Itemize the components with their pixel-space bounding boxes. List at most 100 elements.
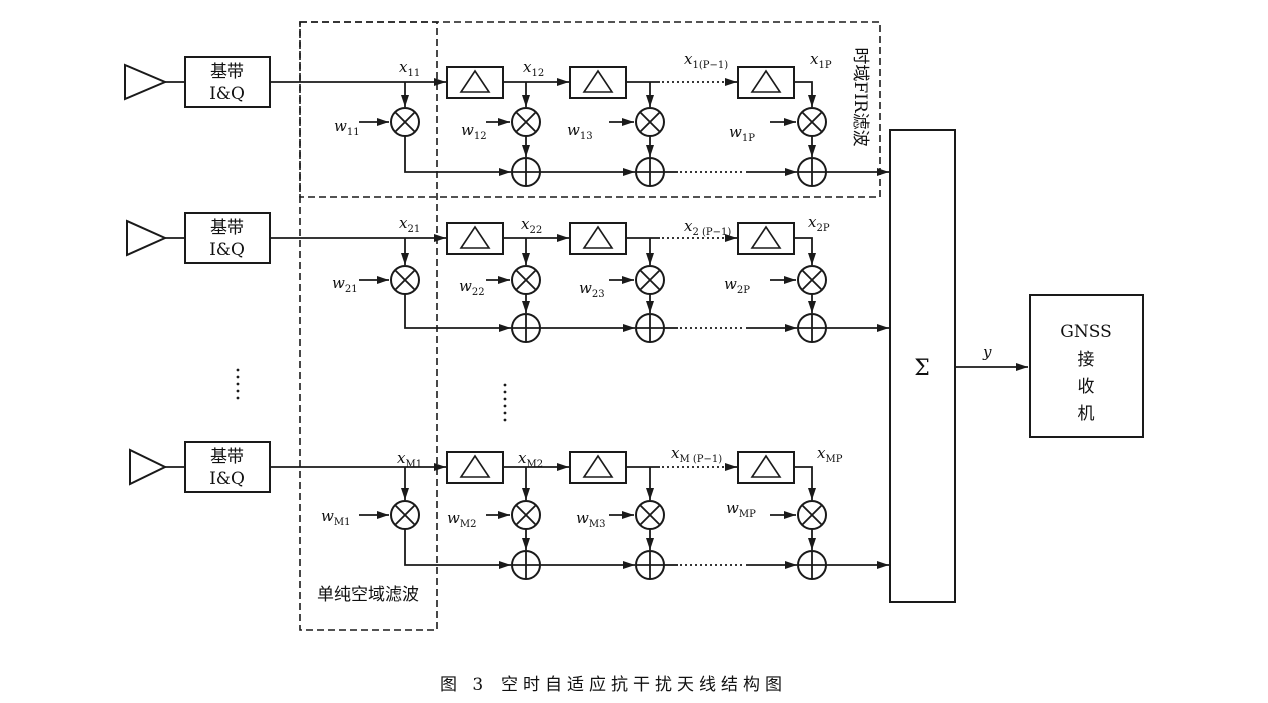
channel-2-x-label-3: x2 (P−1) [684,217,731,238]
sum-symbol: Σ [914,356,930,381]
w-subscript: 2P [737,285,750,296]
x-subscript: M1 [405,459,422,470]
spatial-filter-region [299,21,438,631]
multiplier-cross-stroke [394,269,416,291]
w-symbol: w [579,279,592,297]
ellipsis-dot [503,404,507,408]
x-symbol: x [808,213,817,231]
channel-m-w-label-1: wM1 [321,507,350,528]
ellipsis-dot [236,396,240,400]
multiplier-cross-stroke [394,504,416,526]
channel-1-adder-3 [797,157,827,187]
figure-caption: 图 3 空时自适应抗干扰天线结构图 [440,675,787,695]
x-subscript: 12 [531,68,544,79]
channel-1-adder-1 [511,157,541,187]
delay-triangle-icon [750,454,782,478]
w-subscript: M3 [589,519,606,530]
channel-1-x-label-4: x1P [810,50,832,71]
ellipsis-dot [236,389,240,393]
channel-2-multiplier-3 [635,265,665,295]
channel-m-x-label-4: xMP [817,444,843,465]
x-subscript: M2 [526,459,543,470]
channel-1-x-label-3: x1(P−1) [684,50,728,71]
channel-1-x-label-1: x11 [399,58,420,79]
channel-m-adder-2 [635,550,665,580]
x-subscript: 2P [816,223,829,234]
w-symbol: w [461,121,474,139]
w-symbol: w [576,509,589,527]
combiner: Σ [889,129,956,603]
ellipsis-dot [503,411,507,415]
channel-m-adder-1 [511,550,541,580]
multiplier-cross-stroke [639,269,661,291]
x-subscript: M (P−1) [679,454,722,465]
w-subscript: 11 [347,127,360,138]
x-symbol: x [399,214,408,232]
channel-m-w-label-2: wM2 [447,509,476,530]
multiplier-cross-stroke [515,111,537,133]
ellipsis-dot [236,375,240,379]
multiplier-cross-stroke [639,504,661,526]
channel-ellipsis-antennas [236,368,240,400]
x-symbol: x [523,58,532,76]
channel-m-x-label-3: xM (P−1) [671,444,722,465]
gnss-receiver: GNSS 接 收 机 [1029,294,1144,438]
receiver-box [1029,294,1144,438]
channel-m-multiplier-1 [390,500,420,530]
receiver-label-line-3: 收 [1078,377,1095,397]
channel-2-tap-4 [794,237,816,265]
w-subscript: 12 [474,131,487,142]
channel-2-adder-1 [511,313,541,343]
multiplier-cross-stroke [639,111,661,133]
x-symbol: x [397,449,406,467]
x-subscript: 2 (P−1) [692,227,731,238]
channel-m-multiplier-2 [511,500,541,530]
channel-2-x-label-1: x21 [399,214,420,235]
delay-triangle-icon [459,225,491,249]
w-subscript: 13 [580,131,593,142]
channel-m-w-label-3: wM3 [576,509,605,530]
channel-2-product-1 [404,294,511,332]
channel-2-multiplier-1 [390,265,420,295]
w-subscript: 23 [592,289,605,300]
multiplier-cross-stroke [801,111,823,133]
w-symbol: w [726,499,739,517]
channel-1-tap-4 [794,81,816,107]
channel-1-antenna-icon [124,63,168,101]
figure-title: 空时自适应抗干扰天线结构图 [501,675,787,695]
channel-2-x-label-2: x22 [521,215,542,236]
w-symbol: w [724,275,737,293]
combiner-box [889,129,956,603]
channel-2-w-label-3: w23 [579,279,605,300]
x-symbol: x [810,50,819,68]
temporal-fir-filter-region [299,21,881,198]
x-subscript: MP [825,454,842,465]
x-subscript: 1P [818,60,831,71]
channel-m-tap-4 [794,466,816,500]
channel-m-baseband-iq: I&Q [209,469,245,489]
filter-regions: 单纯空域滤波 时域FIR滤波 [299,21,881,631]
channel-m-multiplier-4 [797,500,827,530]
channel-1-product-1 [404,136,511,176]
w-subscript: 22 [472,287,485,298]
channel-2-adder-2 [635,313,665,343]
delay-triangle-icon [459,454,491,478]
channel-m-w-label-4: wMP [726,499,756,520]
ellipsis-dot [503,397,507,401]
channel-m-x-label-1: xM1 [397,449,422,470]
multiplier-cross-stroke [801,504,823,526]
ellipsis-dot [503,383,507,387]
w-symbol: w [447,509,460,527]
w-subscript: 1P [742,133,755,144]
channel-2-w-label-2: w22 [459,277,485,298]
ellipsis-dot [503,390,507,394]
x-subscript: 11 [407,68,420,79]
channel-2-x-label-4: x2P [808,213,830,234]
channel-m-antenna-icon [129,448,168,486]
w-symbol: w [729,123,742,141]
channel-2-multiplier-2 [511,265,541,295]
channel-m-x-label-2: xM2 [518,449,543,470]
channel-1-multiplier-4 [797,107,827,137]
